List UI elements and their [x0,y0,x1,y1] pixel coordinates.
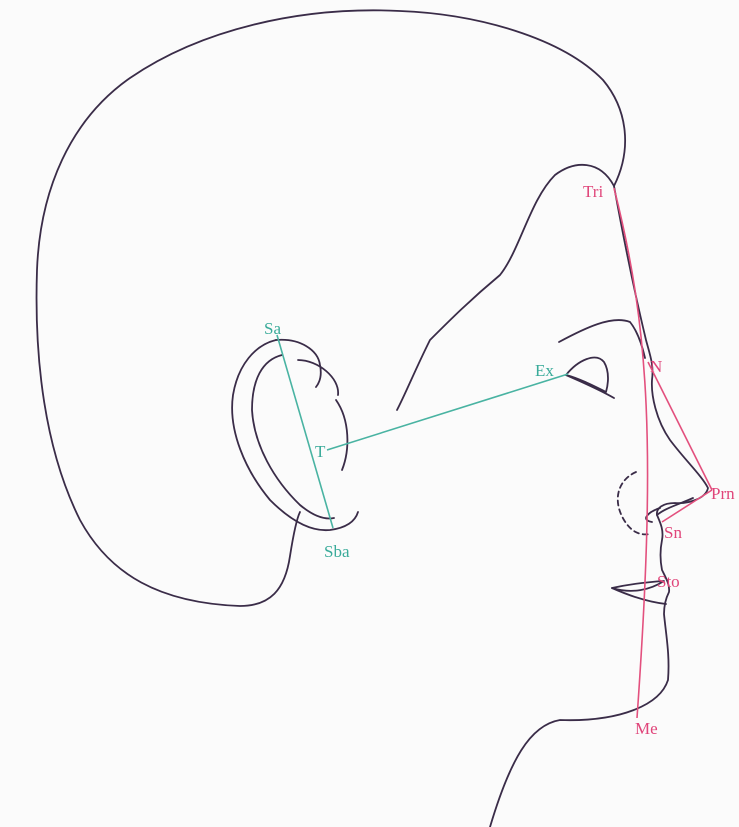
label-sa: Sa [264,319,281,338]
label-prn: Prn [711,484,735,503]
ear-concha [336,400,347,470]
label-sba: Sba [324,542,350,561]
tri-me-line [614,188,648,718]
label-ex: Ex [535,361,554,380]
ear-antihelix [298,360,338,395]
alar-dashed [618,472,650,534]
facial-profile [490,186,708,827]
prn-sn-line [662,490,712,522]
forehead-outline [397,165,614,410]
label-t: T [315,442,326,461]
ear-outer [232,340,358,530]
head-hair-outline [37,10,626,606]
label-tri: Tri [583,182,603,201]
n-prn-line [648,362,712,490]
label-n: N [650,357,662,376]
label-me: Me [635,719,658,738]
label-sto: Sto [657,572,680,591]
upper-eyelid [559,320,645,358]
sa-sba-line [277,335,333,528]
t-ex-line [327,374,568,450]
eye-outline [566,358,608,392]
label-sn: Sn [664,523,682,542]
